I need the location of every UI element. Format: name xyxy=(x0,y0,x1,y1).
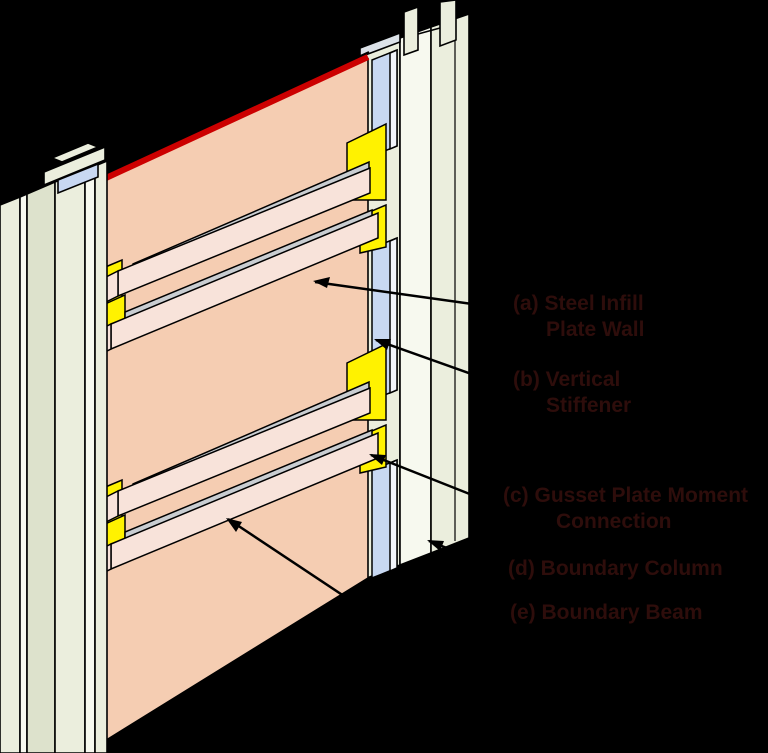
stiffener-segment-top-edge xyxy=(389,48,398,151)
label-b-line2: Stiffener xyxy=(546,394,632,417)
arrowhead-e xyxy=(226,518,242,532)
column-right-top-section-bar2 xyxy=(439,0,457,48)
boundary-beam-upper xyxy=(98,160,379,357)
column-left-front-strip xyxy=(94,159,108,753)
stiffener-segment-bottom-edge xyxy=(389,458,398,573)
label-e-boundary-beam: (e) Boundary Beam xyxy=(510,600,703,626)
column-right-top-web-line1 xyxy=(417,19,441,27)
boundary-column-left xyxy=(0,142,108,753)
arrowhead-c xyxy=(369,454,386,465)
panel-top-edge-red xyxy=(91,54,370,187)
column-right-top-section-bar1 xyxy=(403,5,419,57)
label-a-line1: (a) Steel Infill xyxy=(513,292,644,315)
column-left-edge-highlight2 xyxy=(84,164,96,753)
label-c-line1: (c) Gusset Plate Moment xyxy=(503,484,749,507)
label-c-gusset-plate-moment-connection: (c) Gusset Plate Moment Connection xyxy=(503,483,748,535)
leader-arrows xyxy=(226,277,509,619)
arrowhead-b xyxy=(374,339,391,350)
panel-top-outline xyxy=(89,51,370,180)
stiffener-segment-mid-edge xyxy=(389,236,398,395)
arrowhead-d xyxy=(427,540,444,551)
column-left-top-cap xyxy=(43,145,106,187)
boundary-beam-lower xyxy=(98,380,379,577)
leader-line-e xyxy=(227,517,509,619)
label-c-line2: Connection xyxy=(556,510,672,533)
column-left-web-face xyxy=(26,180,56,753)
column-left-near-flange xyxy=(54,168,86,753)
arrowhead-a xyxy=(313,277,330,288)
label-d-boundary-column: (d) Boundary Column xyxy=(508,556,723,582)
leader-line-a xyxy=(314,280,509,311)
column-right-top-sliver xyxy=(359,31,401,59)
column-left-top-runner-blue xyxy=(57,162,99,195)
label-a-steel-infill-plate-wall: (a) Steel Infill Plate Wall xyxy=(513,291,644,343)
label-a-line2: Plate Wall xyxy=(546,318,645,341)
label-e-line1: (e) Boundary Beam xyxy=(510,601,703,624)
label-b-line1: (b) Vertical xyxy=(513,368,621,391)
column-right-far-flange xyxy=(430,12,470,555)
leader-line-c xyxy=(370,453,501,508)
column-left-top-section xyxy=(49,142,101,163)
column-left-edge-highlight xyxy=(19,192,28,753)
leader-line-b xyxy=(375,338,509,389)
label-d-line1: (d) Boundary Column xyxy=(508,557,723,580)
label-b-vertical-stiffener: (b) Vertical Stiffener xyxy=(513,367,631,419)
column-left-far-flange xyxy=(0,195,21,753)
column-right-top-web-line2 xyxy=(417,27,441,35)
